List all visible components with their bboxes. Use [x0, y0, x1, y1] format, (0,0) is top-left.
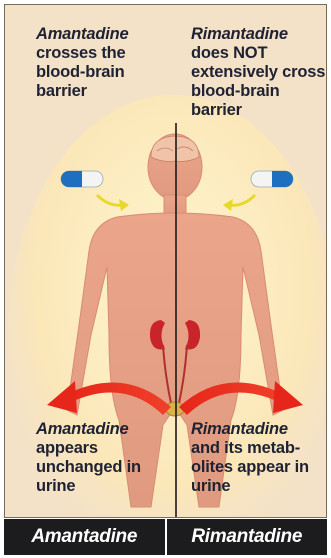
caption-text: crosses the blood-brain barrier [36, 44, 171, 101]
footer-label-bar: Amantadine Rimantadine [4, 519, 327, 555]
diagram-panel: Amantadine crosses the blood-brain barri… [4, 4, 327, 518]
caption-drug-name: Rimantadine [191, 25, 327, 44]
caption-drug-name: Amantadine [36, 420, 171, 439]
caption-text: does NOT extensively cross blood-brain b… [191, 44, 327, 120]
caption-rimantadine-bbb: Rimantadine does NOT extensively cross b… [191, 25, 327, 120]
capsule-icon-left [61, 171, 103, 187]
footer-label-rimantadine: Rimantadine [167, 519, 328, 555]
footer-label-amantadine: Amantadine [4, 519, 165, 555]
caption-text: appears unchanged in urine [36, 439, 171, 496]
caption-rimantadine-urine: Rimantadine and its metab-olites appear … [191, 420, 327, 496]
caption-amantadine-urine: Amantadine appears unchanged in urine [36, 420, 171, 496]
caption-drug-name: Amantadine [36, 25, 171, 44]
caption-drug-name: Rimantadine [191, 420, 327, 439]
capsule-icon-right [251, 171, 293, 187]
caption-amantadine-bbb: Amantadine crosses the blood-brain barri… [36, 25, 171, 101]
caption-text: and its metab-olites appear in urine [191, 439, 327, 496]
